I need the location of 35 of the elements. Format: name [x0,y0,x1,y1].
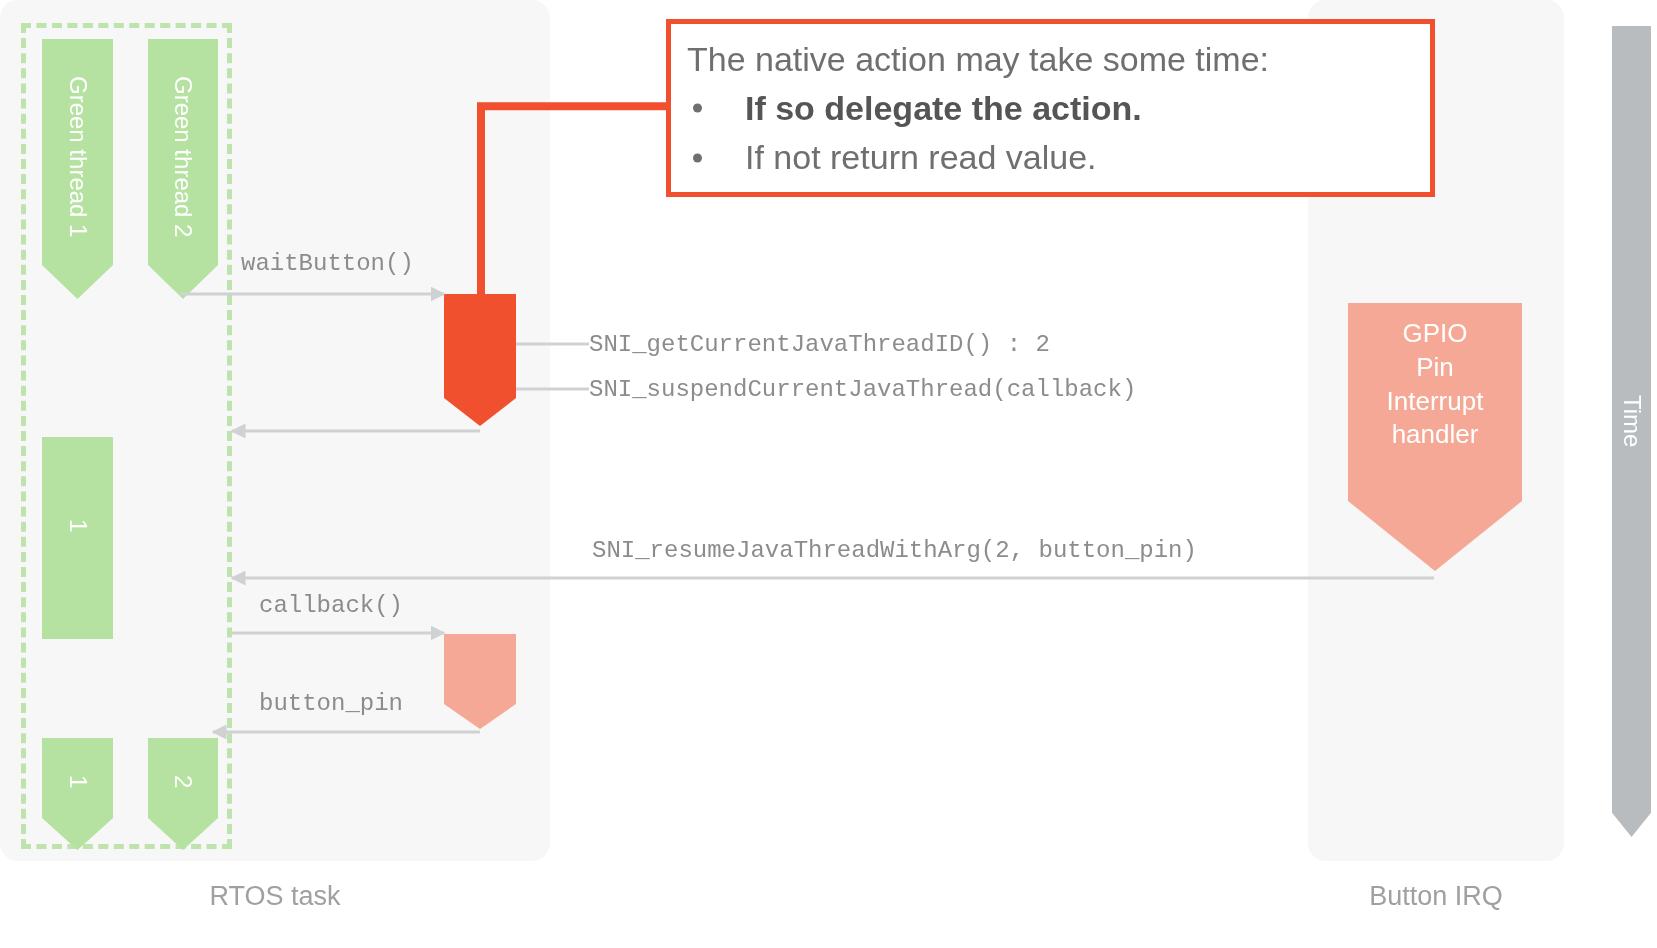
edge-label: button_pin [259,690,404,717]
thread-label: 2 [169,775,197,789]
arrow [232,625,446,641]
arrow [230,570,1434,586]
bullet-item: If not return read value. [687,132,1097,183]
thread-chevron [148,738,218,850]
function-call-label: SNI_suspendCurrentJavaThread(callback) [589,375,1137,403]
connector-line [516,387,589,391]
edge-label: SNI_resumeJavaThreadWithArg(2, button_pin) [592,537,1197,564]
function-call-label: SNI_getCurrentJavaThreadID() : 2 [589,330,1050,358]
task-chevron [444,634,516,729]
thread-block [42,437,113,639]
handler-label: GPIO Pin Interrupt handler [1386,317,1484,452]
lane-caption: Button IRQ [1368,880,1504,913]
edge-label: callback() [259,592,404,619]
handler-chevron [1348,303,1522,571]
thread-chevron [42,39,113,299]
connector-line [477,102,666,294]
bullet-item: If so delegate the action. [687,83,1142,133]
arrow [230,423,480,439]
arrow [211,724,480,740]
callout-tooltip [666,19,1435,197]
edge-label: waitButton() [241,250,414,277]
thread-label: Green thread 1 [63,76,92,238]
connector-line [516,342,589,346]
thread-label: 1 [63,519,92,533]
task-chevron [444,294,516,426]
thread-chevron [42,738,113,850]
callout-heading: The native action may take some time: [687,39,1270,80]
arrow [180,286,446,302]
thread-label: 1 [63,775,92,789]
lane-caption: RTOS task [208,880,342,913]
dashed-group-box [21,23,232,849]
thread-label: Green thread 2 [169,76,197,238]
thread-chevron [148,39,218,299]
